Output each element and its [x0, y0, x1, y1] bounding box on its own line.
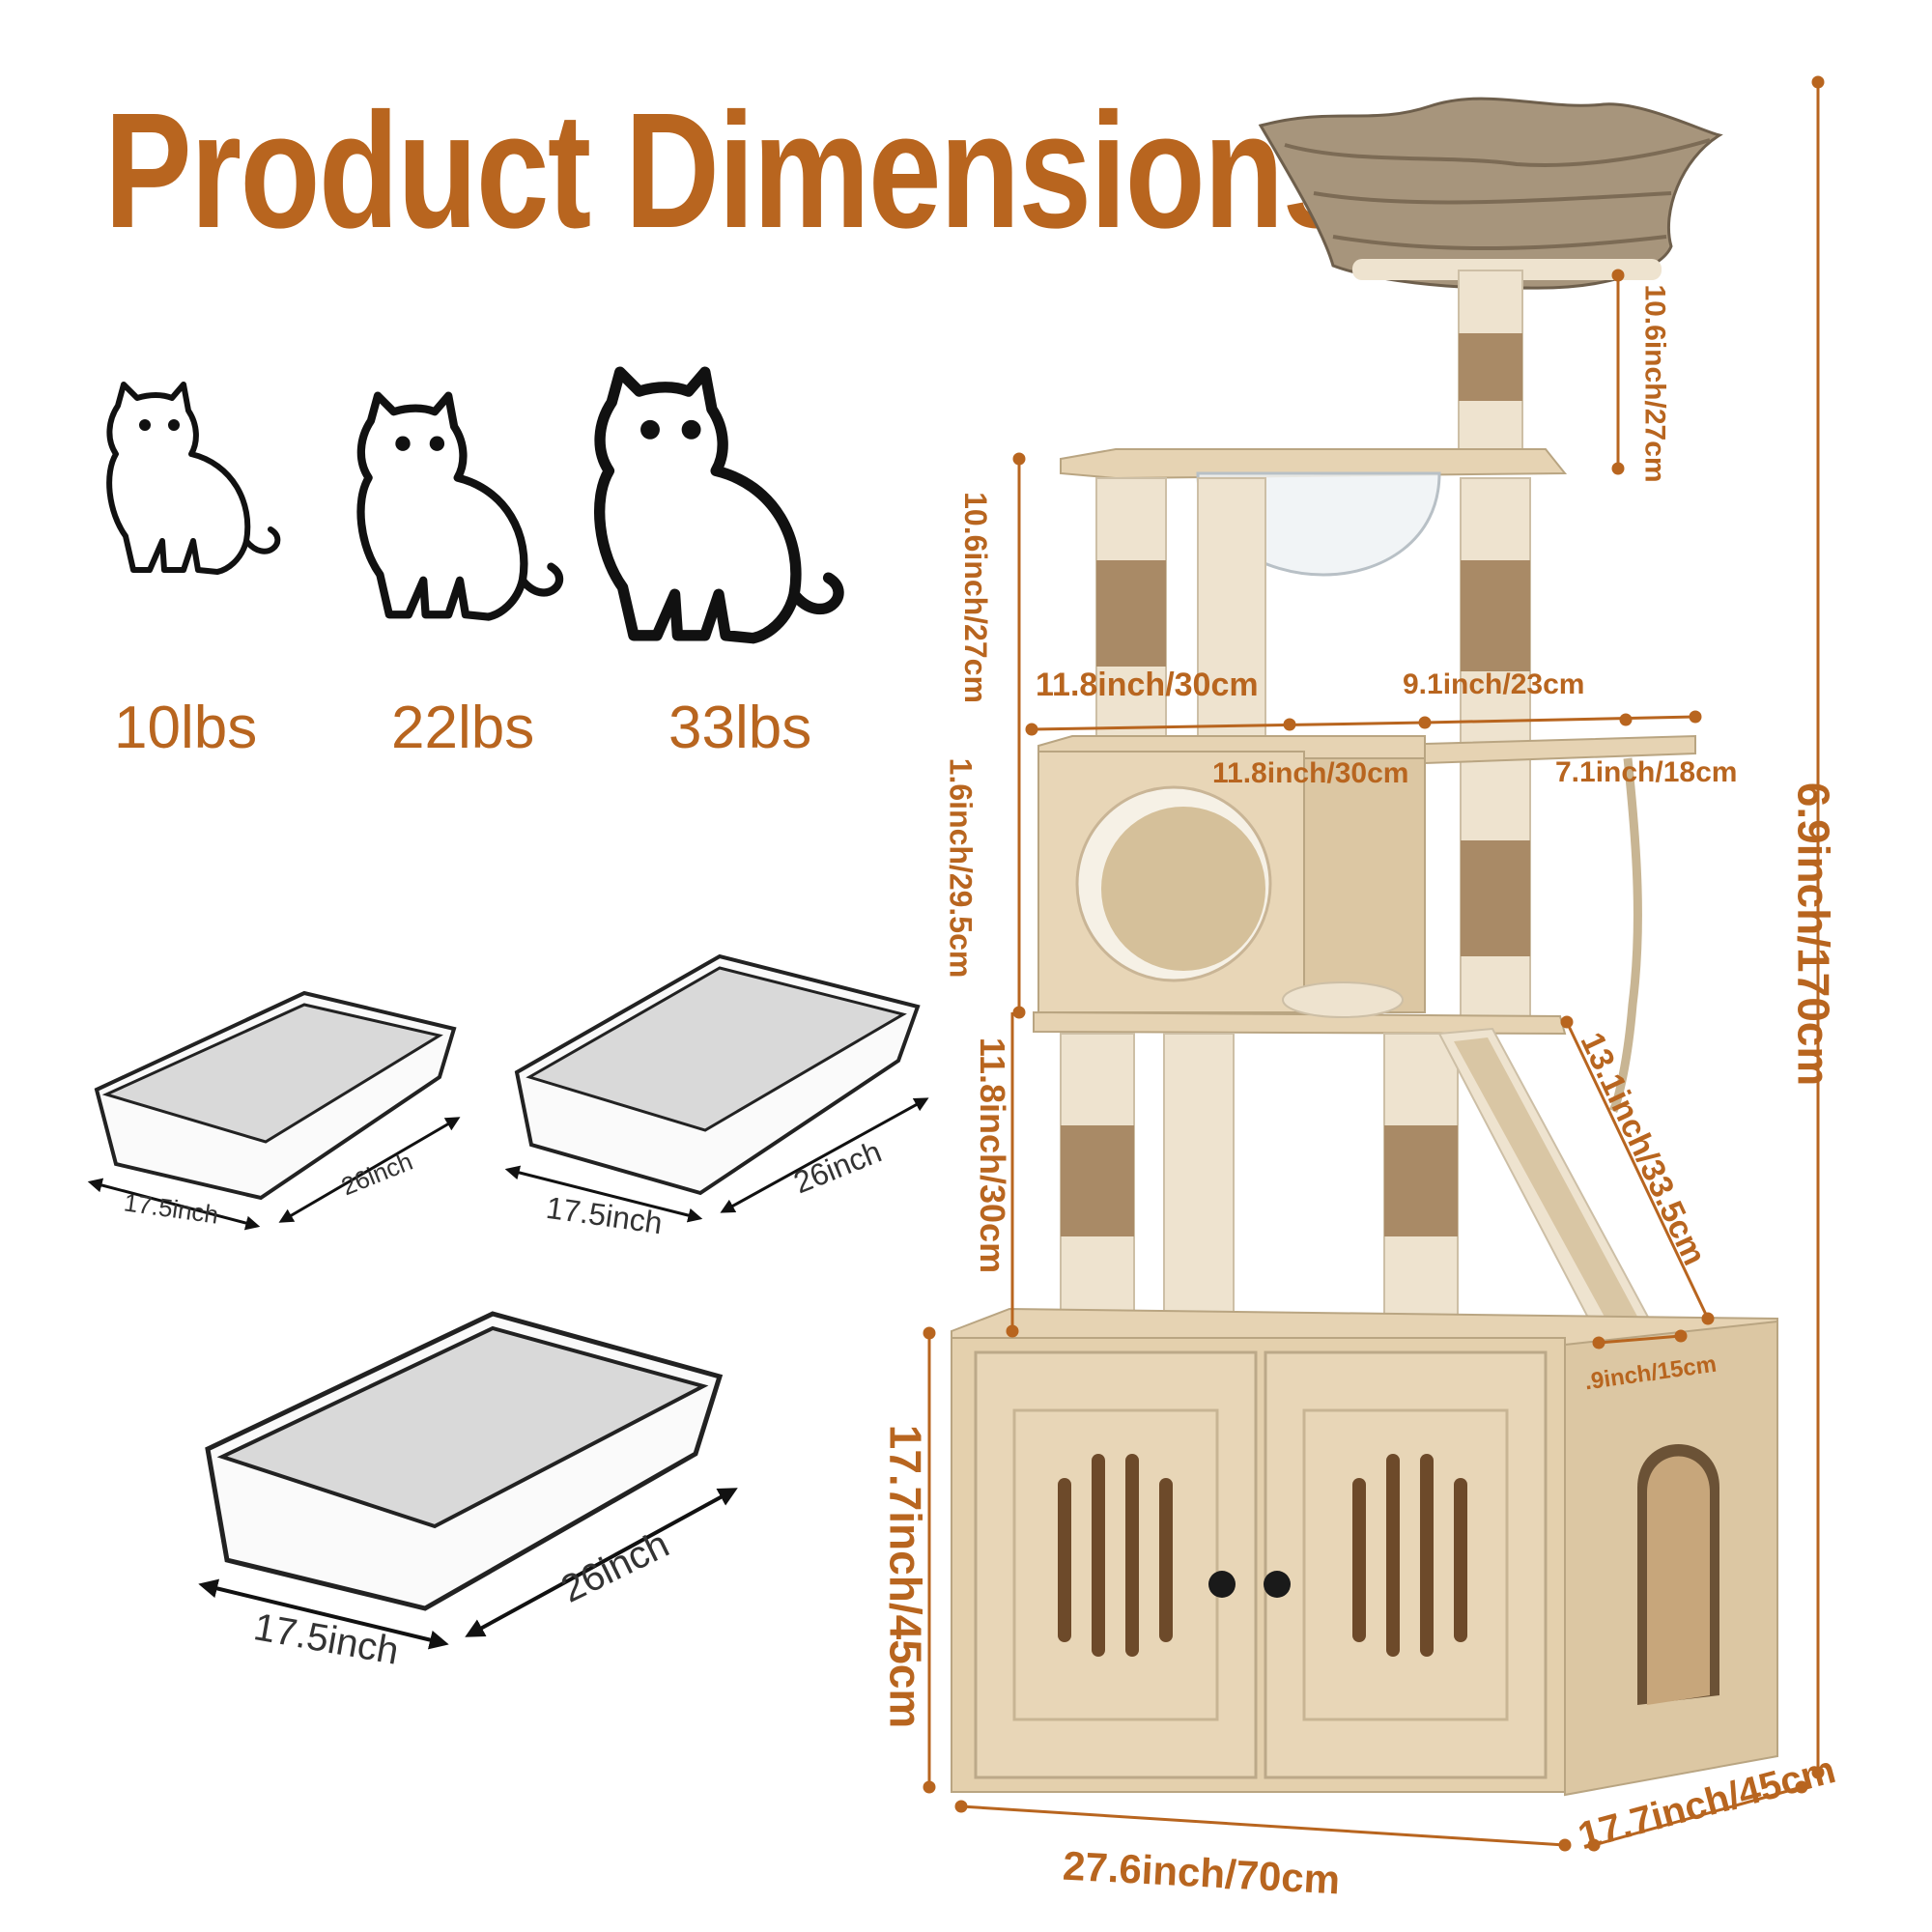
condo-height-label: 1.6inch/29.5cm [943, 757, 979, 979]
litter-box-icon [198, 1311, 738, 1650]
condo-width-label: 11.8inch/30cm [1036, 667, 1259, 703]
small-cat-icon [106, 382, 281, 575]
condo-depth-label: 11.8inch/30cm [1212, 757, 1409, 789]
cat-weight-label: 22lbs [391, 695, 535, 761]
lower-posts [1060, 1033, 1459, 1329]
side-platform-depth-label: 7.1inch/18cm [1555, 756, 1738, 788]
side-platform-width-label: 9.1inch/23cm [1403, 668, 1585, 700]
hanging-rope [1608, 757, 1642, 1114]
middle-shelf [1033, 1010, 1567, 1036]
total-height-label: 6.9inch/170cm [1788, 781, 1839, 1087]
cabinet-height-label: 17.7inch/45cm [880, 1424, 931, 1729]
side-platform [1424, 734, 1696, 765]
top-post [1458, 270, 1523, 455]
top-post-height-label: 10.6inch/27cm [1638, 284, 1671, 483]
upper-platform [1060, 448, 1568, 480]
dimension-lines [923, 75, 1825, 1852]
condo-box [1037, 735, 1426, 1013]
large-cat-icon [594, 366, 844, 644]
litter-box-icon [504, 953, 929, 1223]
page-title: Product Dimensions [104, 79, 1355, 263]
litter-box-icon [87, 990, 461, 1231]
cat-weight-label: 33lbs [668, 695, 812, 761]
hammock-basket [1258, 97, 1723, 290]
cat-weight-label: 10lbs [114, 695, 258, 761]
litter-cabinet [951, 1307, 1778, 1797]
upper-level-height-label: 10.6inch/27cm [957, 492, 993, 703]
lower-posts-height-label: 11.8inch/30cm [973, 1037, 1013, 1274]
medium-cat-icon [356, 391, 564, 621]
